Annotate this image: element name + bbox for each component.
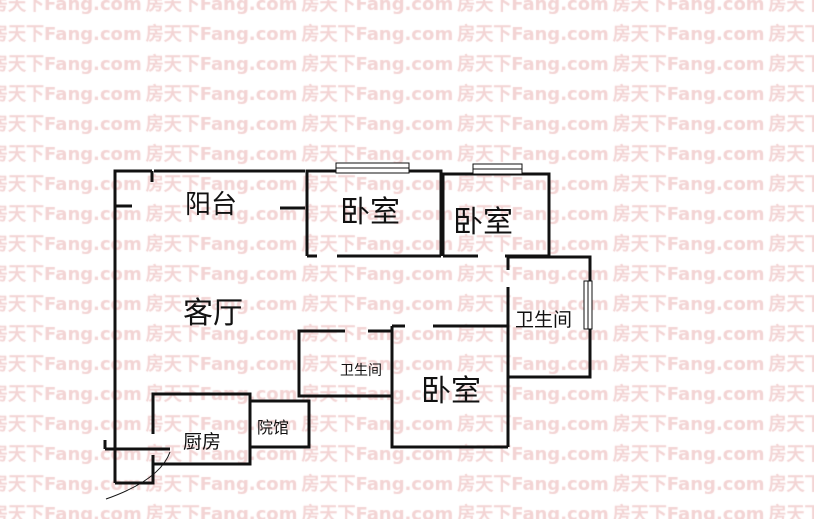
walls (103, 169, 592, 500)
room-label-bedroom-3: 卧室 (421, 374, 481, 409)
room-label-bedroom-2: 卧室 (453, 205, 513, 240)
windows (335, 162, 593, 330)
room-label-living-room: 客厅 (183, 296, 243, 331)
room-label-bedroom-1: 卧室 (340, 195, 400, 230)
room-label-bathroom-1: 卫生间 (515, 309, 573, 331)
room-label-courtyard: 院馆 (257, 418, 290, 437)
room-label-kitchen: 厨房 (183, 431, 222, 453)
room-label-bathroom-2: 卫生间 (340, 363, 382, 379)
room-label-balcony: 阳台 (185, 190, 238, 220)
